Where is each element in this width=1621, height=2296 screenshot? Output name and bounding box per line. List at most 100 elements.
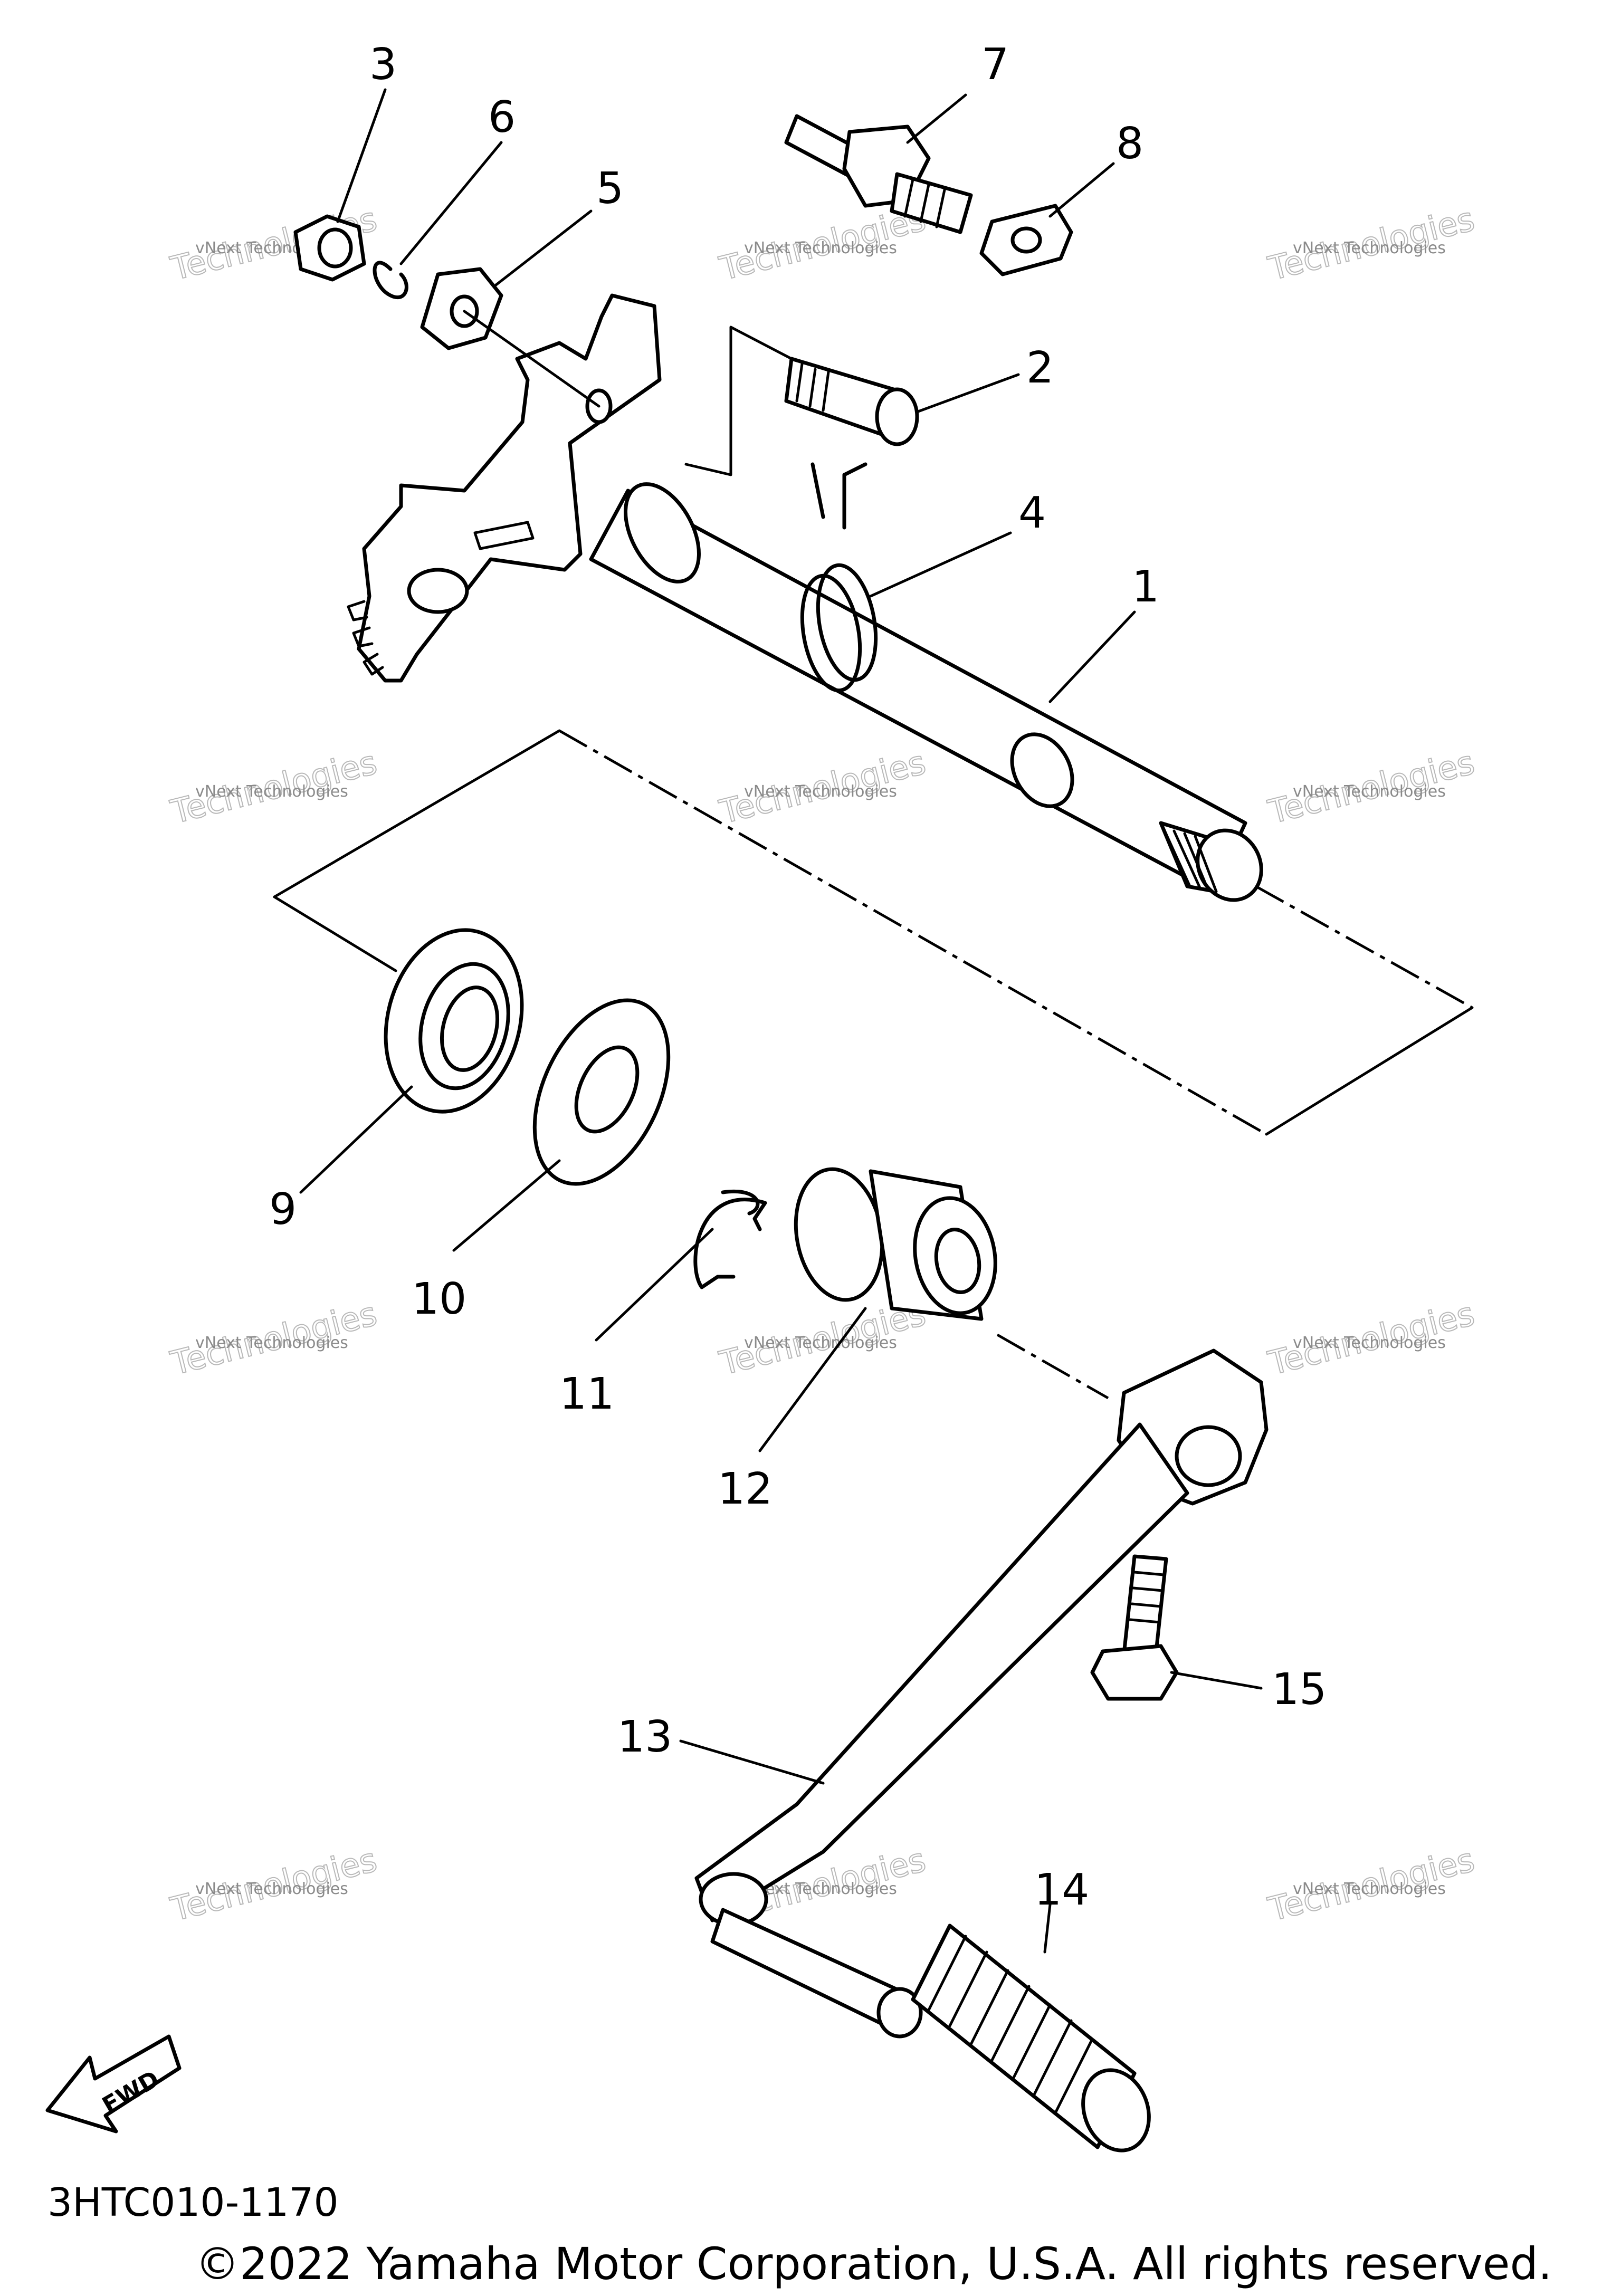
- part-label-11: 11: [559, 1369, 614, 1419]
- fwd-label: FWD: [98, 2065, 164, 2119]
- pedal-spline-bore: [1175, 1425, 1242, 1487]
- plane-centerline-right: [1255, 885, 1473, 1009]
- nut-part-3: [293, 214, 366, 282]
- leader-7: [906, 93, 967, 144]
- watermark-small: vNext Technologies: [195, 782, 348, 801]
- leader-12: [758, 1307, 867, 1452]
- pin-guide-line: [684, 326, 793, 476]
- watermark-small: vNext Technologies: [195, 1334, 348, 1352]
- plane-edge-top: [273, 729, 561, 898]
- leader-8: [1048, 162, 1115, 218]
- fwd-arrow: FWD: [45, 2034, 182, 2134]
- part-label-2: 2: [1026, 343, 1054, 393]
- plane-centerline: [558, 729, 1267, 1136]
- part-label-12: 12: [718, 1464, 773, 1514]
- plane-edge-left: [273, 895, 397, 972]
- watermark-small: vNext Technologies: [744, 782, 897, 801]
- pin-thread: [795, 362, 830, 412]
- pedal-peg-part-14: [710, 1908, 1151, 2152]
- watermark: Technologies vNext Technologies: [1264, 1294, 1479, 1383]
- peg-rubber-ridges: [927, 1935, 1094, 2115]
- watermark-small: vNext Technologies: [1293, 1880, 1446, 1898]
- part-number-labels: 1 2 3 4 5 6 7 8 9 10 11 12 13 14 15: [269, 40, 1327, 1915]
- peg-rubber-end: [1081, 2068, 1151, 2152]
- watermark: Technologies vNext Technologies: [166, 742, 381, 831]
- return-spring: [800, 462, 878, 693]
- collar-bore: [934, 1228, 981, 1294]
- part-label-1: 1: [1132, 562, 1159, 612]
- watermark: Technologies vNext Technologies: [1264, 1840, 1479, 1929]
- part-label-10: 10: [412, 1274, 466, 1324]
- peg-rubber: [911, 1924, 1137, 2149]
- shaft-collar: [624, 482, 701, 583]
- collar-part-12: [794, 1167, 997, 1321]
- shift-arm-slot: [473, 521, 535, 550]
- part-label-14: 14: [1034, 1865, 1089, 1915]
- shaft-ring: [1010, 732, 1074, 808]
- washer-inner: [574, 1045, 640, 1134]
- leader-10: [452, 1159, 561, 1252]
- leader-14: [1043, 1903, 1052, 1954]
- leader-15: [1170, 1671, 1263, 1690]
- diagram-code: 3HTC010-1170: [47, 2180, 339, 2225]
- spring-arm: [810, 462, 867, 530]
- leader-1: [1048, 610, 1136, 703]
- shift-arm-hole: [407, 568, 469, 614]
- part-label-9: 9: [269, 1184, 297, 1235]
- plate-guide-line: [463, 310, 600, 408]
- part-label-4: 4: [1018, 488, 1046, 538]
- leader-4: [869, 531, 1012, 598]
- plate-part-5: [420, 267, 503, 350]
- washer-hole: [1010, 226, 1042, 254]
- collar-centerline: [996, 1333, 1109, 1400]
- part-label-13: 13: [617, 1712, 672, 1762]
- shift-pedal-part-13: [694, 1348, 1269, 1927]
- part-label-3: 3: [369, 40, 397, 90]
- part-label-8: 8: [1116, 119, 1143, 169]
- watermark: Technologies vNext Technologies: [166, 1840, 381, 1929]
- stopper-bolt-part-7: [784, 114, 973, 234]
- leader-2: [917, 373, 1020, 413]
- leader-9: [299, 1085, 413, 1194]
- leader-3: [336, 88, 387, 223]
- watermark: Technologies vNext Technologies: [166, 1294, 381, 1383]
- peg-rod-end: [876, 1987, 923, 2039]
- bolt-thread-lines: [903, 178, 946, 228]
- spring-coil-1: [800, 573, 862, 693]
- watermark: Technologies vNext Technologies: [1264, 199, 1479, 288]
- watermark-small: vNext Technologies: [195, 1880, 348, 1898]
- assembly-plane: [273, 729, 1474, 1136]
- pin-head: [875, 387, 919, 446]
- leader-5: [494, 209, 593, 286]
- watermark-small: vNext Technologies: [1293, 1334, 1446, 1352]
- part-label-7: 7: [981, 40, 1009, 90]
- nut-bore: [317, 227, 353, 269]
- shaft-spline-lines: [1162, 827, 1218, 893]
- circlip-part-6: [373, 261, 408, 300]
- watermark-small: vNext Technologies: [1293, 239, 1446, 257]
- leader-11: [595, 1228, 714, 1342]
- watermark-small: vNext Technologies: [744, 1334, 897, 1352]
- circlip-part-11: [693, 1189, 767, 1289]
- part-label-6: 6: [488, 92, 516, 142]
- copyright-notice: ©2022 Yamaha Motor Corporation, U.S.A. A…: [195, 2238, 1552, 2290]
- washer-part-10: [532, 998, 671, 1186]
- watermark-small: vNext Technologies: [1293, 782, 1446, 801]
- watermark-small: vNext Technologies: [744, 239, 897, 257]
- watermark: Technologies vNext Technologies: [1264, 742, 1479, 831]
- leader-13: [679, 1739, 825, 1785]
- spring-coil-2: [816, 563, 878, 682]
- bolt-thread-lines: [1129, 1571, 1165, 1624]
- shift-arm-teeth: [347, 600, 384, 676]
- fwd-arrow-icon: [45, 2034, 182, 2134]
- oil-seal-part-9: [384, 928, 524, 1114]
- leader-lines: [299, 88, 1263, 1954]
- plane-edge-bottom: [1265, 1006, 1474, 1136]
- part-label-15: 15: [1272, 1664, 1327, 1715]
- bolt-head: [1090, 1644, 1179, 1701]
- lock-washer-part-8: [979, 204, 1073, 276]
- part-label-5: 5: [596, 164, 624, 214]
- pinch-bolt-part-15: [1090, 1554, 1179, 1701]
- seal-inner: [440, 986, 500, 1072]
